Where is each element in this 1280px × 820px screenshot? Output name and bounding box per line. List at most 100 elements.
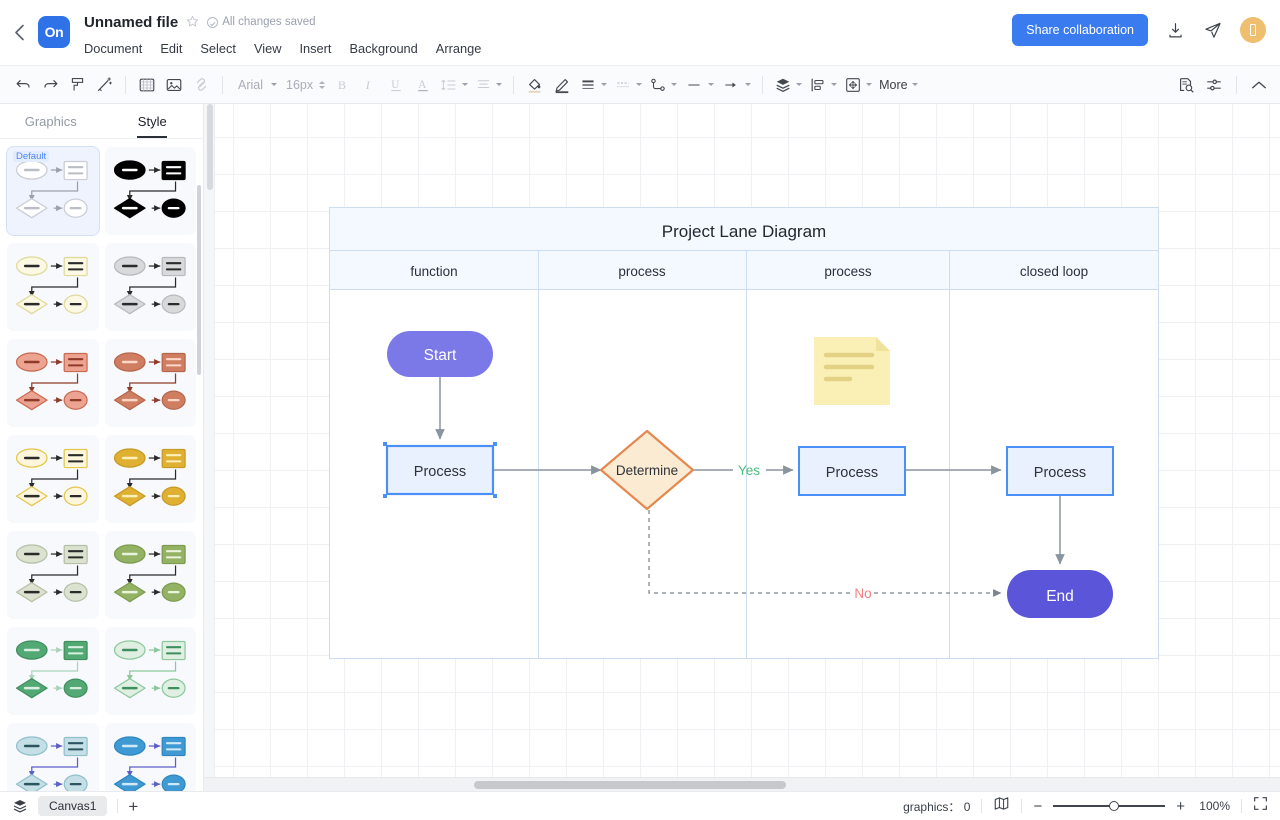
share-collaboration-button[interactable]: Share collaboration — [1012, 14, 1148, 46]
menu-select[interactable]: Select — [200, 41, 236, 56]
menu-background[interactable]: Background — [349, 41, 418, 56]
line-style-icon[interactable] — [681, 72, 717, 98]
undo-icon[interactable] — [10, 72, 36, 98]
zoom-in-icon[interactable]: + — [1176, 797, 1185, 815]
node-process3[interactable] — [1006, 446, 1114, 496]
back-button[interactable] — [0, 0, 38, 65]
download-icon[interactable] — [1164, 19, 1186, 41]
font-family-value: Arial — [238, 77, 264, 92]
slider-knob[interactable] — [1109, 801, 1120, 811]
tab-graphics[interactable]: Graphics — [24, 113, 77, 129]
map-icon[interactable] — [993, 796, 1010, 816]
canvas-area[interactable]: Project Lane Diagram function process pr… — [204, 104, 1280, 791]
style-preview — [15, 448, 88, 507]
line-dash-icon[interactable] — [611, 72, 645, 98]
title-row: Unnamed file All changes saved — [84, 10, 481, 34]
node-process2[interactable] — [798, 446, 906, 496]
bold-icon[interactable]: B — [329, 72, 355, 98]
canvas-tab[interactable]: Canvas1 — [38, 796, 108, 816]
style-thumb-olive[interactable] — [104, 531, 196, 619]
canvas-vertical-scrollbar[interactable] — [204, 104, 215, 791]
app-logo[interactable]: On — [38, 16, 70, 48]
format-painter-icon[interactable] — [64, 72, 90, 98]
canvas-horizontal-scrollbar[interactable] — [204, 777, 1280, 791]
chevron-up-icon[interactable] — [1246, 72, 1272, 98]
svg-text:No: No — [854, 586, 871, 601]
send-icon[interactable] — [1202, 19, 1224, 41]
style-thumb-cream[interactable] — [7, 243, 99, 331]
style-thumb-gray[interactable] — [104, 243, 196, 331]
menu-insert[interactable]: Insert — [299, 41, 332, 56]
redo-icon[interactable] — [37, 72, 63, 98]
lane-diagram[interactable]: Project Lane Diagram function process pr… — [329, 207, 1159, 659]
fullscreen-icon[interactable] — [1253, 796, 1268, 816]
style-thumb-lightyellow[interactable] — [7, 435, 99, 523]
toolbar-right-group — [1173, 72, 1272, 98]
align-distribute-icon[interactable] — [806, 72, 840, 98]
underline-icon[interactable]: U — [383, 72, 409, 98]
style-thumb-default[interactable]: Default — [6, 146, 100, 236]
font-family-select[interactable]: Arial — [231, 72, 280, 98]
zoom-out-icon[interactable]: − — [1033, 797, 1043, 815]
style-thumb-mint[interactable] — [104, 627, 196, 715]
connector-icon[interactable] — [646, 72, 680, 98]
fill-color-icon[interactable] — [522, 72, 548, 98]
document-title[interactable]: Unnamed file — [84, 13, 179, 31]
star-icon[interactable] — [186, 15, 199, 30]
menu-document[interactable]: Document — [84, 41, 143, 56]
sidebar-tabs: Graphics Style — [0, 104, 203, 139]
arrow-head-icon[interactable] — [718, 72, 754, 98]
style-thumb-paleblue[interactable] — [7, 723, 99, 791]
chevron-down-icon — [462, 83, 469, 86]
style-preview — [113, 160, 186, 219]
style-thumb-green[interactable] — [7, 627, 99, 715]
grid-icon[interactable] — [134, 72, 160, 98]
chevron-down-icon — [866, 83, 873, 86]
zoom-slider[interactable] — [1053, 799, 1166, 813]
menu-view[interactable]: View — [253, 41, 282, 56]
avatar[interactable] — [1240, 17, 1266, 43]
style-thumb-terracotta[interactable] — [104, 339, 196, 427]
add-canvas-icon[interactable]: + — [128, 796, 139, 816]
line-spacing-icon[interactable] — [437, 72, 471, 98]
svg-text:process: process — [618, 264, 666, 279]
more-menu-button[interactable]: More — [876, 72, 920, 98]
line-weight-icon[interactable] — [576, 72, 610, 98]
style-thumb-salmon[interactable] — [7, 339, 99, 427]
layer-icon[interactable] — [771, 72, 805, 98]
default-badge: Default — [13, 151, 50, 162]
node-end[interactable] — [1007, 570, 1113, 618]
graphics-count-value: 0 — [963, 799, 971, 814]
find-icon[interactable] — [1173, 72, 1199, 98]
pen-color-icon[interactable] — [549, 72, 575, 98]
style-list-scroll[interactable]: Default — [0, 139, 203, 791]
font-size-stepper[interactable]: 16px — [281, 72, 328, 98]
link-icon[interactable] — [188, 72, 214, 98]
style-thumb-sage[interactable] — [7, 531, 99, 619]
menu-edit[interactable]: Edit — [160, 41, 183, 56]
style-thumb-blue[interactable] — [104, 723, 196, 791]
graphics-count: graphics： 0 — [903, 798, 970, 815]
header-actions: Share collaboration — [1012, 14, 1266, 46]
position-icon[interactable] — [841, 72, 875, 98]
layers-icon[interactable] — [12, 798, 28, 814]
magic-eraser-icon[interactable] — [91, 72, 117, 98]
style-thumb-black[interactable] — [104, 147, 196, 235]
scrollbar-thumb[interactable] — [474, 781, 786, 789]
scrollbar-thumb[interactable] — [207, 104, 213, 190]
svg-text:U: U — [391, 79, 399, 91]
image-icon[interactable] — [161, 72, 187, 98]
node-determine[interactable] — [599, 429, 695, 511]
sidebar-scrollbar[interactable] — [197, 185, 201, 375]
style-thumb-gold[interactable] — [104, 435, 196, 523]
node-process1[interactable] — [385, 444, 495, 496]
tab-style[interactable]: Style — [102, 104, 204, 138]
italic-icon[interactable]: I — [356, 72, 382, 98]
settings-sliders-icon[interactable] — [1201, 72, 1227, 98]
style-preview — [15, 736, 88, 791]
text-color-icon[interactable]: A — [410, 72, 436, 98]
align-icon[interactable] — [472, 72, 505, 98]
menu-arrange[interactable]: Arrange — [435, 41, 482, 56]
status-divider-2 — [981, 799, 983, 813]
node-start[interactable] — [387, 331, 493, 377]
